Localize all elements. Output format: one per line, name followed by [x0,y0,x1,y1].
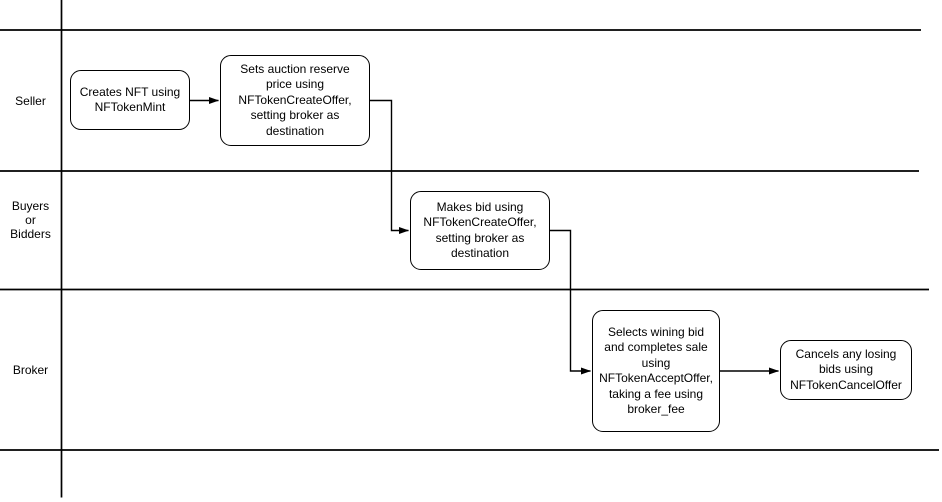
lane-label-seller: Seller [15,93,46,108]
node-creates-nft: Creates NFT using NFTokenMint [70,70,190,130]
node-selects-winning-bid: Selects wining bid and completes sale us… [592,310,720,432]
connector-bid-to-accept [550,229,591,375]
lane-label-broker: Broker [12,362,49,377]
node-makes-bid: Makes bid using NFTokenCreateOffer, sett… [410,191,550,270]
connector-reserve-to-bid [370,99,409,234]
node-sets-auction-reserve: Sets auction reserve price using NFToken… [220,55,370,146]
lane-label-buyers-or-bidders: Buyers or Bidders [10,199,51,241]
node-cancels-losing-bids: Cancels any losing bids using NFTokenCan… [780,340,912,400]
